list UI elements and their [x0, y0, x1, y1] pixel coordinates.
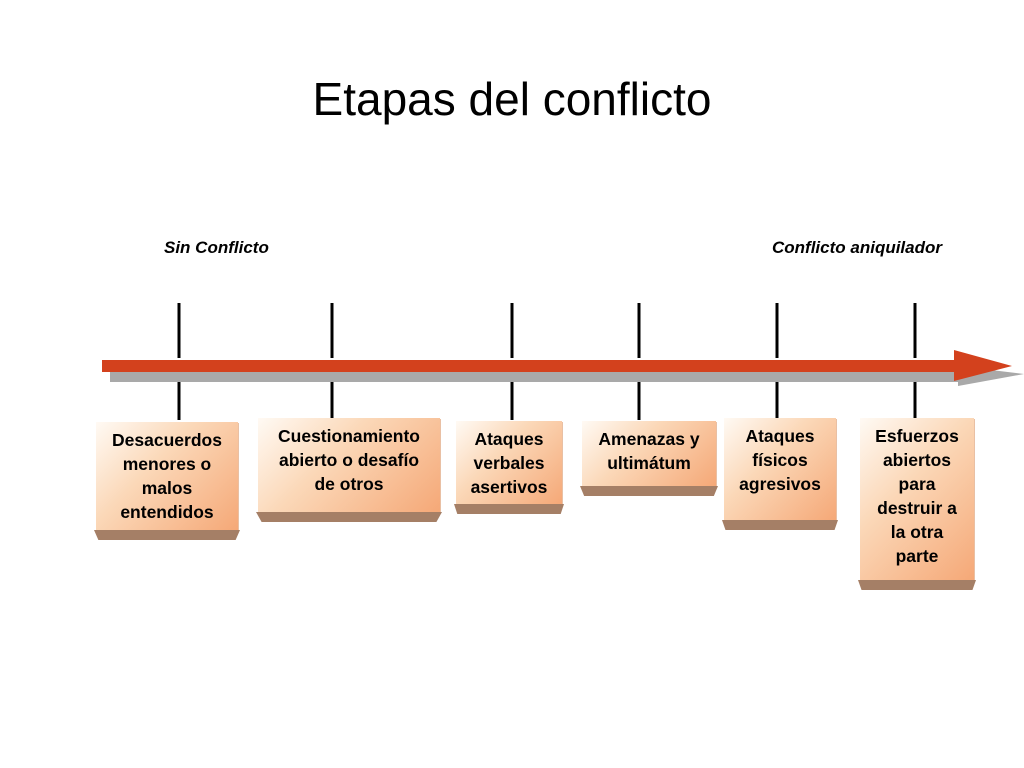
stage-label: Ataques verbales asertivos — [470, 429, 548, 497]
timeline-arrow — [102, 350, 1012, 381]
stage-box-base — [454, 504, 564, 514]
stage-box-1: Desacuerdos menores o malos entendidos — [96, 422, 238, 530]
stage-box-base — [858, 580, 976, 590]
stage-box-4: Amenazas y ultimátum — [582, 421, 716, 486]
stage-box-5: Ataques físicos agresivos — [724, 418, 836, 520]
end-label: Conflicto aniquilador — [772, 238, 942, 257]
tick-marks — [177, 303, 917, 420]
stage-box-6: Esfuerzos abiertos para destruir a la ot… — [860, 418, 974, 580]
page-title: Etapas del conflicto — [312, 73, 712, 125]
stage-label: Amenazas y ultimátum — [598, 429, 700, 473]
stage-label: Desacuerdos menores o malos entendidos — [112, 430, 222, 522]
start-label: Sin Conflicto — [164, 238, 269, 257]
stage-box-2: Cuestionamiento abierto o desafío de otr… — [258, 418, 440, 512]
stage-label: Ataques físicos agresivos — [739, 426, 821, 494]
stage-box-base — [580, 486, 718, 496]
stage-box-base — [94, 530, 240, 540]
timeline-arrow-shadow — [110, 366, 1024, 386]
stage-box-base — [722, 520, 838, 530]
stage-label: Cuestionamiento abierto o desafío de otr… — [278, 426, 420, 494]
stage-label: Esfuerzos abiertos para destruir a la ot… — [875, 426, 959, 566]
stage-box-base — [256, 512, 442, 522]
stage-box-3: Ataques verbales asertivos — [456, 421, 562, 504]
